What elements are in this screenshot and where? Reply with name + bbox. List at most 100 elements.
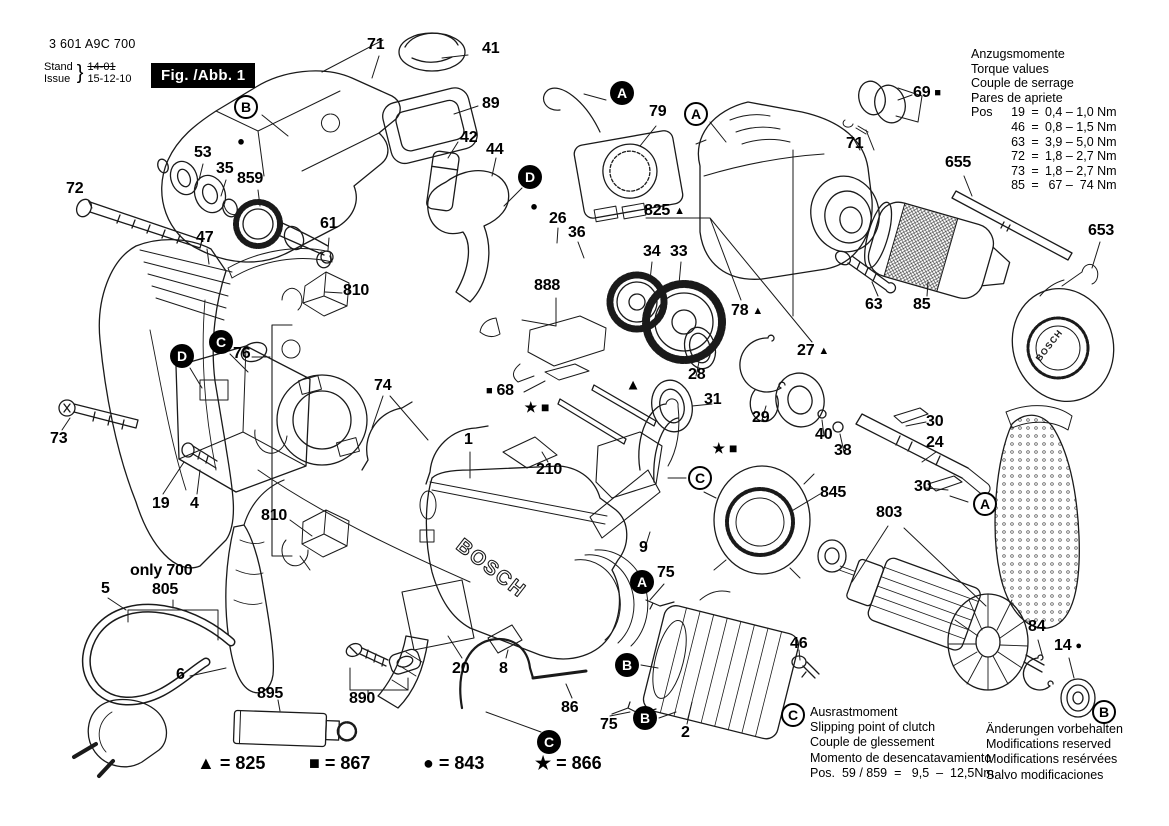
torque-title: Anzugsmomente [971, 47, 1065, 61]
part-label-71: 71 [846, 135, 864, 152]
part-label-845: 845 [820, 484, 847, 501]
part-label-895: 895 [257, 685, 284, 702]
issue-date-new: 15-12-10 [87, 73, 132, 85]
part-label-20: 20 [452, 660, 470, 677]
part-label-825: 825▲ [644, 202, 685, 219]
view-marker-C: C [781, 703, 805, 727]
part-label-655: 655 [945, 154, 972, 171]
part-label-89: 89 [482, 95, 500, 112]
view-marker-A: A [630, 570, 654, 594]
issue-block: Stand Issue } 14-01 15-12-10 [44, 61, 131, 85]
set-symbol: ★ ■ [524, 399, 550, 415]
set-symbol: ● [530, 198, 538, 214]
part-label-29: 29 [752, 409, 770, 426]
figure-label: Fig. /Abb. 1 [151, 63, 256, 88]
view-marker-C: C [537, 730, 561, 754]
torque-title: Couple de serrage [971, 76, 1074, 91]
part-label-78: 78▲ [731, 302, 764, 319]
issue-label: Issue [44, 73, 71, 85]
part-label-40: 40 [815, 426, 833, 443]
part-label-38: 38 [834, 442, 852, 459]
part-label-61: 61 [320, 215, 338, 232]
part-label-803: 803 [876, 504, 903, 521]
part-label-34: 34 [643, 243, 661, 260]
part-label-5: 5 [101, 580, 110, 597]
clutch-note-line: Momento de desencatavamiento [810, 750, 992, 765]
part-label-53: 53 [194, 144, 212, 161]
view-marker-D: D [170, 344, 194, 368]
part-label-31: 31 [704, 391, 722, 408]
set-symbol: ★ ■ [712, 440, 738, 456]
part-label-805: 805 [152, 581, 179, 598]
part-label-810: 810 [343, 282, 370, 299]
part-label-42: 42 [460, 129, 478, 146]
part-label-44: 44 [486, 141, 504, 158]
part-label-888: 888 [534, 277, 561, 294]
part-label-653: 653 [1088, 222, 1115, 239]
view-marker-B: B [234, 95, 258, 119]
legend-item-825: ▲ = 825 [197, 753, 266, 773]
part-label-24: 24 [926, 434, 944, 451]
view-marker-A: A [973, 492, 997, 516]
modifications-note-line: Modifications resérvées [986, 752, 1118, 767]
part-label-30: 30 [914, 478, 932, 495]
clutch-note-line: Slipping point of clutch [810, 720, 936, 735]
part-label-210: 210 [536, 461, 563, 478]
part-label-85: 85 [913, 296, 931, 313]
torque-title: Torque values [971, 61, 1049, 76]
torque-title: Pares de apriete [971, 90, 1063, 105]
part-label-79: 79 [649, 103, 667, 120]
part-label-28: 28 [688, 366, 706, 383]
part-label-68: ■68 [486, 382, 514, 399]
part-label-890: 890 [349, 690, 376, 707]
set-symbol: ▲ [625, 376, 641, 394]
part-label-2: 2 [681, 724, 690, 741]
set-symbol: ● [237, 133, 245, 149]
part-label-69: 69■ [913, 84, 941, 101]
issue-date-old: 14-01 [87, 61, 116, 73]
view-marker-D: D [518, 165, 542, 189]
part-label-810: 810 [261, 507, 288, 524]
part-label-1: 1 [464, 431, 473, 448]
legend-item-866: ★ = 866 [535, 753, 602, 773]
part-label-41: 41 [482, 40, 500, 57]
brand-logo-side-handle: BOSCH [1034, 328, 1065, 364]
part-label-75: 75 [657, 564, 675, 581]
view-marker-C: C [688, 466, 712, 490]
part-label-35: 35 [216, 160, 234, 177]
part-label-only-700: only 700 [130, 562, 193, 579]
part-label-33: 33 [670, 243, 688, 260]
part-label-86: 86 [561, 699, 579, 716]
part-label-76: 76 [233, 345, 251, 362]
view-marker-A: A [684, 102, 708, 126]
part-label-36: 36 [568, 224, 586, 241]
part-label-19: 19 [152, 495, 170, 512]
part-label-84: 84 [1028, 618, 1046, 635]
view-marker-A: A [610, 81, 634, 105]
clutch-note-pos-line: Pos. 59 / 859 = 9,5 – 12,5Nm [810, 765, 994, 780]
view-marker-B: B [615, 653, 639, 677]
torque-row: 63=3,9 – 5,0 Nm [1011, 134, 1117, 149]
part-label-72: 72 [66, 180, 84, 197]
part-label-27: 27▲ [797, 342, 830, 359]
part-label-75: 75 [600, 716, 618, 733]
view-marker-B: B [633, 706, 657, 730]
part-label-30: 30 [926, 413, 944, 430]
legend-item-867: ■ = 867 [309, 753, 371, 773]
part-label-26: 26 [549, 210, 567, 227]
clutch-note-line: Ausrastmoment [810, 705, 898, 719]
stand-label: Stand [44, 61, 73, 73]
part-label-71: 71 [367, 36, 385, 53]
part-label-859: 859 [237, 170, 264, 187]
part-label-47: 47 [196, 229, 214, 246]
modifications-note-line: Änderungen vorbehalten [986, 722, 1123, 736]
issue-brace: } [76, 62, 84, 84]
part-label-63: 63 [865, 296, 883, 313]
part-label-46: 46 [790, 635, 808, 652]
